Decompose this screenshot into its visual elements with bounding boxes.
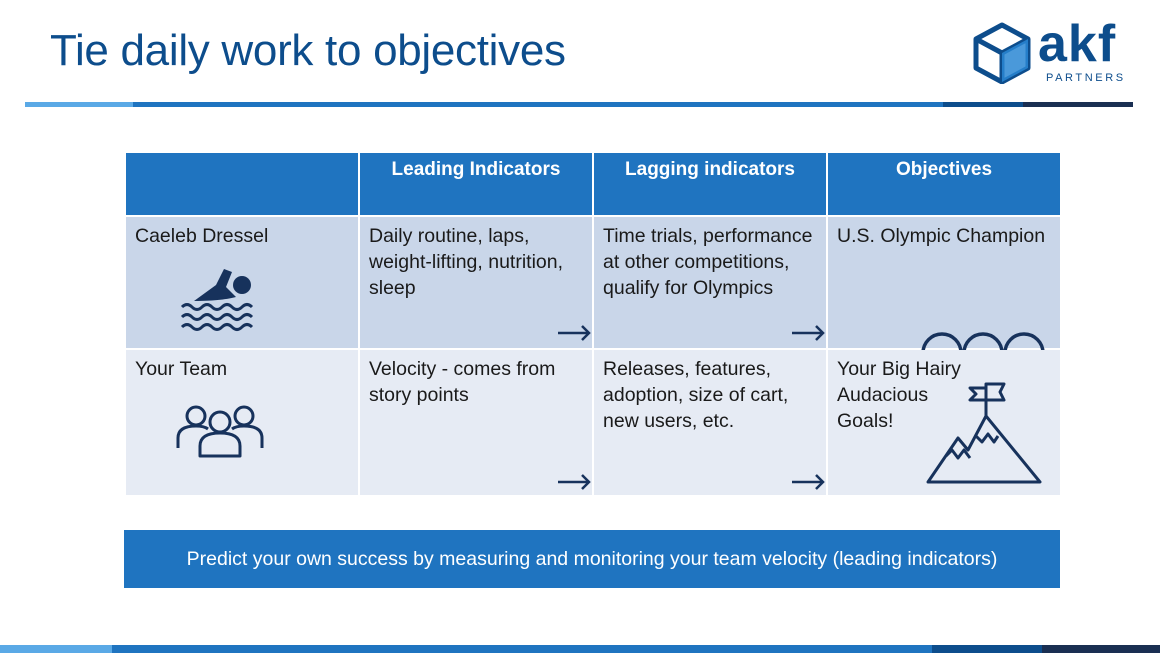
arrow-right-icon — [558, 474, 591, 490]
mountain-flag-icon — [926, 382, 1042, 484]
swimmer-icon — [180, 269, 254, 331]
arrow-right-icon — [792, 474, 825, 490]
arrow-right-icon — [792, 325, 825, 341]
objective-text: Your Big Hairy Audacious Goals! — [837, 358, 961, 432]
cube-logo-icon — [973, 22, 1031, 84]
lagging-text: Time trials, performance at other compet… — [603, 225, 813, 299]
row-label-cell: Your Team — [124, 348, 360, 497]
summary-banner: Predict your own success by measuring an… — [124, 530, 1060, 588]
footer-rule — [0, 645, 1160, 653]
leading-text: Daily routine, laps, weight-lifting, nut… — [369, 225, 564, 299]
leading-text: Velocity - comes from story points — [369, 358, 556, 406]
logo-wordmark: akf — [1038, 15, 1117, 73]
row-label: Caeleb Dressel — [135, 225, 269, 247]
leading-cell: Daily routine, laps, weight-lifting, nut… — [358, 215, 594, 350]
objective-cell: U.S. Olympic Champion — [826, 215, 1062, 394]
arrow-right-icon — [558, 325, 591, 341]
logo-subtitle: PARTNERS — [1046, 72, 1126, 84]
indicators-table: Leading Indicators Lagging indicators Ob… — [124, 151, 1062, 497]
leading-cell: Velocity - comes from story points — [358, 348, 594, 497]
lagging-cell: Releases, features, adoption, size of ca… — [592, 348, 828, 497]
table-row: Your Team Velocity - comes from story po… — [124, 348, 1062, 497]
table-row: Caeleb Dressel Daily routine, laps, weig… — [124, 215, 1062, 394]
header-lagging-indicators: Lagging indicators — [592, 151, 828, 217]
objective-text: U.S. Olympic Champion — [837, 225, 1046, 247]
banner-text: Predict your own success by measuring an… — [186, 547, 998, 570]
akf-partners-logo: akf PARTNERS — [972, 15, 1137, 86]
table-header-row: Leading Indicators Lagging indicators Ob… — [124, 151, 1062, 217]
header-objectives: Objectives — [826, 151, 1062, 217]
header-empty — [124, 151, 360, 217]
row-label-cell: Caeleb Dressel — [124, 215, 360, 350]
slide-title: Tie daily work to objectives — [50, 26, 566, 75]
lagging-text: Releases, features, adoption, size of ca… — [603, 358, 789, 432]
header-rule — [25, 102, 1133, 107]
objective-cell: Your Big Hairy Audacious Goals! — [826, 348, 1062, 497]
team-icon — [176, 405, 264, 458]
lagging-cell: Time trials, performance at other compet… — [592, 215, 828, 350]
row-label: Your Team — [135, 358, 228, 380]
header-leading-indicators: Leading Indicators — [358, 151, 594, 217]
